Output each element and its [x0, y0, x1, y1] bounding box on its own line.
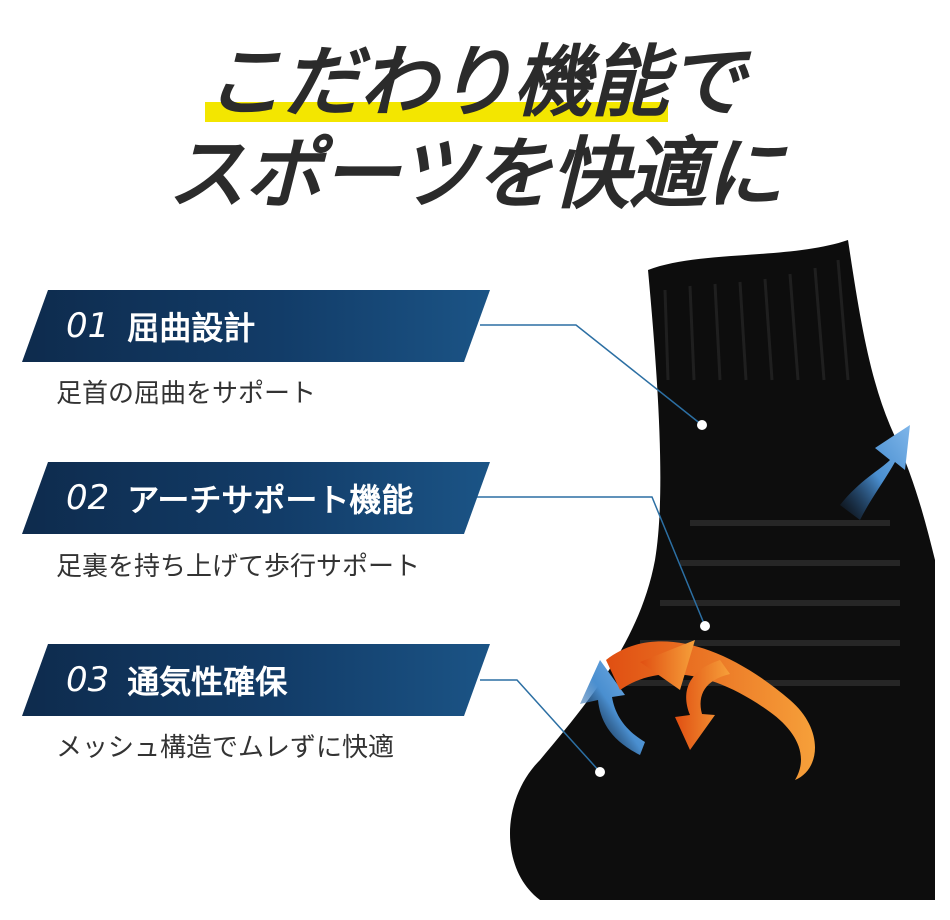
callout-dots [595, 420, 710, 777]
sock-cuff-ribs [663, 259, 850, 381]
feature-number: 02 [66, 478, 110, 518]
feature-desc-02: 足裏を持ち上げて歩行サポート [56, 552, 421, 582]
headline-line-1-rest: で [667, 38, 746, 128]
headline-line-1: こだわり機能 で [0, 38, 950, 128]
feature-banner-03: 03 通気性確保 [22, 644, 490, 716]
airflow-arrow-icon [840, 425, 910, 520]
headline-highlight: こだわり機能 [205, 38, 669, 128]
feature-desc-01: 足首の屈曲をサポート [56, 379, 317, 409]
yellow-marker [205, 102, 668, 122]
headline-line-2: スポーツを快適に [167, 130, 783, 220]
feature-banner-02: 02 アーチサポート機能 [22, 462, 490, 534]
feature-number: 03 [66, 660, 110, 700]
feature-banner-01: 01 屈曲設計 [22, 290, 490, 362]
feature-number: 01 [66, 306, 110, 346]
feature-title: 屈曲設計 [127, 309, 256, 347]
feature-title: アーチサポート機能 [127, 481, 414, 519]
airflow-arrow-lower-icon [580, 660, 645, 755]
sock-body [510, 240, 935, 900]
feature-title: 通気性確保 [127, 663, 288, 701]
callout-lines [470, 324, 706, 773]
feature-desc-03: メッシュ構造でムレずに快適 [56, 733, 395, 763]
headline-highlight-text: こだわり機能 [205, 38, 668, 128]
support-arrow-icon [606, 640, 815, 780]
